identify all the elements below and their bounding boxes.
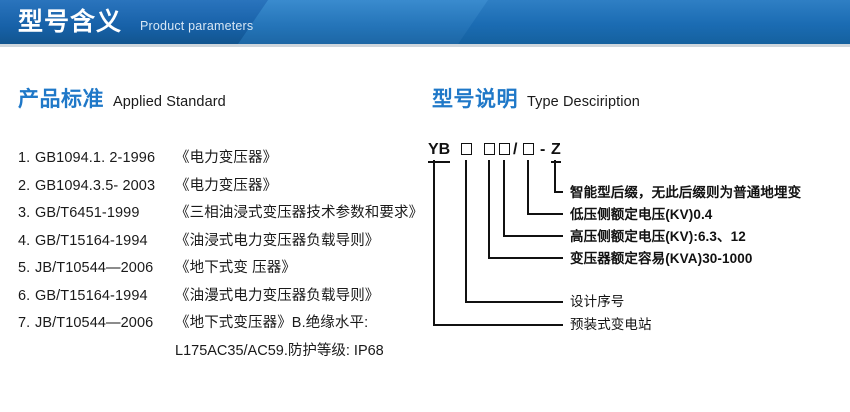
type-description-heading: 型号说明 Type Desciription bbox=[432, 89, 640, 110]
applied-standard-heading-en: Applied Standard bbox=[113, 94, 226, 110]
standard-code: GB/T6451-1999 bbox=[35, 205, 140, 221]
banner-title: 型号含义 bbox=[18, 8, 123, 36]
banner-accent-wedge bbox=[238, 0, 488, 44]
model-code-diagram: YB / - Z bbox=[420, 140, 850, 340]
list-item: 1. GB1094.1. 2-1996 《电力变压器》 bbox=[18, 146, 418, 174]
list-item: 3. GB/T6451-1999 《三相油浸式变压器技术参数和要求》 bbox=[18, 201, 423, 229]
banner-dark-shape bbox=[0, 0, 268, 44]
standard-index: 4. bbox=[18, 232, 31, 249]
banner-underline bbox=[0, 44, 850, 47]
annotation-capacity: 变压器额定容易(KVA)30-1000 bbox=[570, 251, 753, 266]
list-item: 7. JB/T10544—2006 《地下式变压器》B.绝缘水平: bbox=[18, 311, 418, 339]
standard-name: 《油浸式电力变压器负载导则》 bbox=[175, 232, 380, 249]
code-box-3 bbox=[499, 143, 510, 155]
code-token-yb: YB bbox=[428, 140, 451, 163]
standards-list: 1. GB1094.1. 2-1996 《电力变压器》 2. GB1094.3.… bbox=[18, 146, 423, 366]
page-header-banner: 型号含义 Product parameters bbox=[0, 0, 850, 47]
list-item: 4. GB/T15164-1994 《油浸式电力变压器负载导则》 bbox=[18, 229, 418, 257]
standard-name: 《三相油浸式变压器技术参数和要求》 bbox=[175, 205, 424, 221]
type-description-heading-en: Type Desciription bbox=[527, 94, 640, 110]
standard-code: GB/T15164-1994 bbox=[35, 232, 148, 249]
list-item: 5. JB/T10544—2006 《地下式变 压器》 bbox=[18, 256, 418, 284]
code-box-2 bbox=[484, 143, 495, 155]
annotation-suffix: 智能型后缀，无此后缀则为普通地埋变 bbox=[570, 185, 802, 200]
standard-name: 《油漫式电力变压器负载导则》 bbox=[175, 287, 380, 304]
type-description-heading-cn: 型号说明 bbox=[432, 88, 518, 111]
standard-index: 3. bbox=[18, 205, 31, 221]
annotation-design-seq: 设计序号 bbox=[570, 294, 625, 309]
standard-code: GB/T15164-1994 bbox=[35, 287, 148, 304]
standard-index: 5. bbox=[18, 260, 31, 276]
standard-name: 《地下式变压器》B.绝缘水平: bbox=[175, 315, 369, 331]
code-token-z: Z bbox=[551, 140, 561, 163]
applied-standard-heading-cn: 产品标准 bbox=[18, 88, 104, 111]
standard-index: 6. bbox=[18, 287, 31, 304]
annotation-hv-voltage: 高压侧额定电压(KV):6.3、12 bbox=[570, 229, 746, 244]
standard-name: 《电力变压器》 bbox=[175, 177, 278, 194]
list-item: 2. GB1094.3.5- 2003 《电力变压器》 bbox=[18, 174, 418, 202]
standard-code: GB1094.1. 2-1996 bbox=[35, 150, 156, 166]
standard-name: 《电力变压器》 bbox=[175, 150, 278, 166]
standard-code: JB/T10544—2006 bbox=[35, 260, 154, 276]
annotation-lv-voltage: 低压侧额定电压(KV)0.4 bbox=[570, 207, 713, 222]
standard-code: JB/T10544—2006 bbox=[35, 315, 154, 331]
code-box-1 bbox=[461, 143, 472, 155]
code-dash: - bbox=[540, 141, 546, 158]
banner-subtitle: Product parameters bbox=[140, 19, 254, 33]
standard-index: 7. bbox=[18, 315, 31, 331]
leader-lines bbox=[433, 160, 563, 326]
standard-code: GB1094.3.5- 2003 bbox=[35, 177, 156, 194]
code-slash: / bbox=[513, 141, 518, 158]
applied-standard-heading: 产品标准 Applied Standard bbox=[18, 89, 226, 110]
code-box-4 bbox=[523, 143, 534, 155]
standard-index: 1. bbox=[18, 150, 31, 166]
annotation-substation: 预装式变电站 bbox=[570, 317, 652, 332]
list-item: 6. GB/T15164-1994 《油漫式电力变压器负载导则》 bbox=[18, 284, 418, 312]
standard-continuation-line: L175AC35/AC59.防护等级: IP68 bbox=[175, 342, 384, 359]
standard-name: 《地下式变 压器》 bbox=[175, 260, 296, 276]
standard-index: 2. bbox=[18, 177, 31, 194]
